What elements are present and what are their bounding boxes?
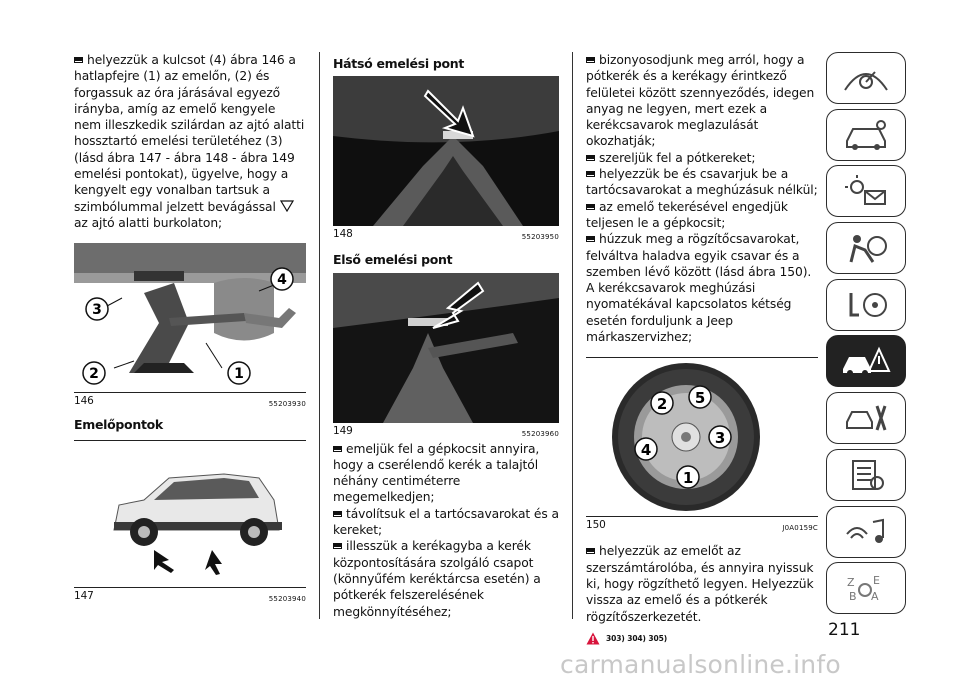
figure-149: 149 55203960 <box>333 272 559 441</box>
fig148-caption: 148 55203950 <box>333 228 559 242</box>
service-icon <box>846 405 887 431</box>
fig146-caption: 146 55203930 <box>74 395 306 409</box>
fig150-caption: 150 J0A0159C <box>586 519 818 533</box>
multimedia-icon <box>846 518 884 543</box>
bullet-item: emeljük fel a gépkocsit annyira, hogy a … <box>333 441 559 506</box>
car-controls-icon <box>846 119 886 150</box>
fig150-label: 3 <box>715 429 725 447</box>
column-1: helyezzük a kulcsot (4) ábra 146 a hatla… <box>74 52 306 606</box>
figure-147: 147 55203940 <box>74 439 306 606</box>
svg-text:A: A <box>871 590 879 603</box>
section-heading-front: Első emelési pont <box>333 252 453 268</box>
airbag-icon <box>849 235 887 263</box>
fig150-label: 5 <box>695 389 705 407</box>
section-heading-jack-points: Emelőpontok <box>74 417 163 433</box>
figure-148: 148 55203950 <box>333 76 559 244</box>
fig150-label: 2 <box>657 395 667 413</box>
bullet-item: szereljük fel a pótkereket; <box>586 150 818 166</box>
fig146-label: 2 <box>89 366 99 382</box>
technical-data-icon <box>852 459 884 490</box>
tab-multimedia[interactable] <box>826 505 906 558</box>
fig146-label: 3 <box>92 302 102 318</box>
tab-technical-data[interactable] <box>826 448 906 501</box>
watermark: carmanualsonline.info <box>560 650 841 679</box>
steering-seat-icon <box>849 292 887 317</box>
svg-text:B: B <box>849 590 857 603</box>
svg-text:Z: Z <box>847 576 855 589</box>
fig150-label: 1 <box>683 469 693 487</box>
fig150-label: 4 <box>641 441 651 459</box>
tab-index[interactable]: Z E B A <box>826 562 906 615</box>
fig146-label: 4 <box>277 272 287 288</box>
figure-150: 2 5 3 4 1 150 J0A0159C <box>586 357 818 535</box>
warning-triangle-icon <box>586 632 600 645</box>
dashboard-icon <box>844 71 888 91</box>
tab-safety[interactable] <box>826 222 906 275</box>
jack-illustration: 3 4 2 1 <box>74 243 306 394</box>
tab-emergency[interactable] <box>826 335 906 388</box>
bullet-item: az emelő tekerésével engedjük teljesen l… <box>586 199 818 232</box>
bullet-item: illesszük a kerékagyba a kerék központos… <box>333 538 559 619</box>
figure-146: 3 4 2 1 146 55203930 <box>74 243 306 411</box>
index-icon: Z E B A <box>847 574 880 603</box>
bullet-item: távolítsuk el a tartócsavarokat és a ker… <box>333 506 559 538</box>
bullet-item: helyezzük be és csavarjuk be a tartócsav… <box>586 167 818 198</box>
emergency-icon <box>843 347 891 377</box>
bullet-item: helyezzük az emelőt az szerszámtárolóba,… <box>586 543 818 624</box>
section-heading-rear: Hátsó emelési pont <box>333 56 465 71</box>
notch-symbol-icon <box>279 200 294 212</box>
chapter-tabs: Z E B A <box>826 52 906 619</box>
page-number: 211 <box>828 620 861 640</box>
fig147-caption: 147 55203940 <box>74 589 306 603</box>
wheel-bolt-order-illustration: 2 5 3 4 1 <box>586 357 818 518</box>
rear-jack-point-photo <box>333 76 559 227</box>
tab-service[interactable] <box>826 392 906 445</box>
light-mail-icon <box>845 175 886 206</box>
warning-references: 303) 304) 305) <box>586 631 818 647</box>
car-side-illustration <box>74 439 306 588</box>
fig149-caption: 149 55203960 <box>333 424 559 438</box>
column-divider <box>319 52 320 619</box>
tab-lights-messages[interactable] <box>826 165 906 218</box>
tab-driving[interactable] <box>826 278 906 331</box>
column-2: Hátsó emelési pont 148 55203950 Első eme… <box>333 52 559 620</box>
fig146-label: 1 <box>234 366 244 382</box>
svg-text:E: E <box>873 574 880 587</box>
tab-dashboard[interactable] <box>826 52 906 104</box>
column-3: bizonyosodjunk meg arról, hogy a pótkeré… <box>586 52 818 647</box>
front-jack-point-photo <box>333 272 559 423</box>
tab-car-controls[interactable] <box>826 108 906 161</box>
column-divider <box>572 52 573 619</box>
bullet-item: bizonyosodjunk meg arról, hogy a pótkeré… <box>586 52 818 150</box>
paragraph-jack-instructions: helyezzük a kulcsot (4) ábra 146 a hatla… <box>74 53 305 230</box>
bullet-item: húzzuk meg a rögzítőcsavarokat, felváltv… <box>586 231 818 345</box>
